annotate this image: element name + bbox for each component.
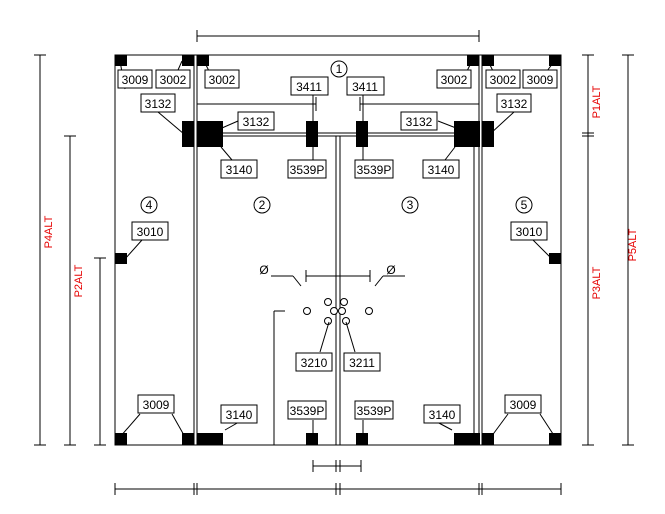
callout-1: 1 — [330, 60, 348, 78]
label-3539p-bottom-left: 3539P — [287, 400, 327, 420]
svg-text:3010: 3010 — [516, 225, 543, 239]
label-3132-left: 3132 — [140, 93, 176, 113]
label-3211: 3211 — [343, 352, 381, 372]
svg-text:3: 3 — [407, 198, 414, 212]
svg-text:3009: 3009 — [510, 398, 537, 412]
svg-text:3009: 3009 — [527, 73, 554, 87]
svg-text:3132: 3132 — [145, 97, 172, 111]
dimension-p5alt: P5ALT — [627, 228, 639, 261]
label-3140-top-left: 3140 — [220, 159, 258, 179]
label-3002-top-right-b: 3002 — [485, 69, 521, 89]
label-3539p-top-right: 3539P — [354, 159, 394, 179]
zone-5-callout: 5 — [515, 196, 533, 214]
label-3140-bottom-right: 3140 — [423, 404, 461, 424]
svg-text:3539P: 3539P — [357, 163, 392, 177]
zone-2-callout: 2 — [253, 196, 271, 214]
svg-text:3539P: 3539P — [357, 404, 392, 418]
svg-text:3539P: 3539P — [290, 404, 325, 418]
label-3132-center-right: 3132 — [400, 111, 438, 131]
label-3539p-top-left: 3539P — [287, 159, 327, 179]
label-3539p-bottom-right: 3539P — [354, 400, 394, 420]
svg-text:3002: 3002 — [209, 73, 236, 87]
circle-callouts: 1 4 2 3 5 — [140, 60, 533, 214]
diameter-left: Ø — [259, 263, 268, 277]
label-3009-bottom-left: 3009 — [137, 394, 175, 414]
svg-text:3132: 3132 — [243, 115, 270, 129]
svg-text:3010: 3010 — [137, 225, 164, 239]
zone-4-callout: 4 — [140, 196, 158, 214]
svg-text:1: 1 — [336, 62, 343, 76]
label-3002-top-left-a: 3002 — [155, 69, 191, 89]
label-3132-center-left: 3132 — [237, 111, 275, 131]
svg-text:3211: 3211 — [349, 356, 375, 370]
svg-text:3140: 3140 — [226, 408, 253, 422]
svg-text:5: 5 — [521, 198, 528, 212]
dimension-p1alt: P1ALT — [591, 85, 603, 118]
dimension-p4alt: P4ALT — [43, 215, 55, 248]
label-3411-left: 3411 — [290, 76, 329, 96]
dimension-lines — [34, 30, 634, 495]
svg-text:2: 2 — [259, 198, 266, 212]
label-3411-right: 3411 — [346, 76, 385, 96]
zone-3-callout: 3 — [401, 196, 419, 214]
svg-text:3140: 3140 — [226, 163, 253, 177]
part-labels: 3009 3002 3002 3002 3002 3009 3132 3132 … — [117, 69, 558, 424]
leader-lines — [119, 60, 556, 438]
svg-text:3539P: 3539P — [290, 163, 325, 177]
label-3210: 3210 — [295, 352, 333, 372]
label-3009-top-right: 3009 — [522, 69, 558, 89]
label-3010-left: 3010 — [131, 221, 169, 241]
svg-text:3002: 3002 — [160, 73, 187, 87]
label-3009-bottom-right: 3009 — [504, 394, 542, 414]
svg-text:4: 4 — [146, 198, 153, 212]
diameter-right: Ø — [386, 263, 395, 277]
svg-text:3140: 3140 — [429, 408, 456, 422]
label-3010-right: 3010 — [510, 221, 548, 241]
label-3002-top-right-a: 3002 — [436, 69, 472, 89]
svg-text:3140: 3140 — [428, 163, 455, 177]
svg-text:3002: 3002 — [441, 73, 468, 87]
svg-text:3009: 3009 — [143, 398, 170, 412]
handle-holes — [303, 298, 373, 325]
label-3140-top-right: 3140 — [422, 159, 460, 179]
dimension-p2alt: P2ALT — [73, 264, 85, 297]
svg-text:3002: 3002 — [490, 73, 517, 87]
label-3002-top-left-b: 3002 — [204, 69, 240, 89]
hardware-blocks — [115, 55, 561, 445]
svg-text:3411: 3411 — [296, 80, 322, 94]
label-3132-right: 3132 — [496, 93, 532, 113]
svg-text:3132: 3132 — [406, 115, 433, 129]
svg-text:3210: 3210 — [301, 356, 328, 370]
svg-text:3009: 3009 — [122, 73, 149, 87]
outer-frame — [114, 54, 562, 446]
label-3140-bottom-left: 3140 — [220, 404, 258, 424]
dimension-p3alt: P3ALT — [591, 266, 603, 299]
label-3009-top-left: 3009 — [117, 69, 153, 89]
svg-text:3132: 3132 — [501, 97, 528, 111]
svg-text:3411: 3411 — [352, 80, 378, 94]
